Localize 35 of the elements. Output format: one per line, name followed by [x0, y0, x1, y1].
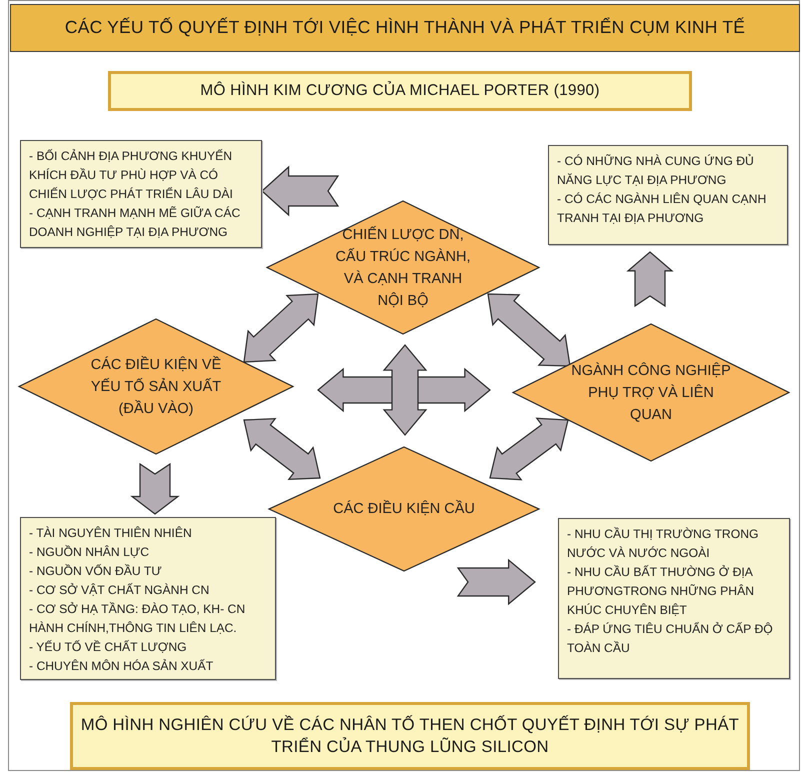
bullet-text: - ĐÁP ỨNG TIÊU CHUẨN Ở CẤP ĐỘ TOÀN CẦU: [567, 621, 774, 657]
double-arrow: [243, 293, 319, 363]
subtitle-box: [108, 71, 692, 111]
factor-label: CÁC ĐIỀU KIỆN CẦU: [332, 499, 476, 519]
bullet-text: - TÀI NGUYÊN THIÊN NHIÊN: [29, 525, 193, 542]
double-arrow: [243, 418, 321, 480]
bullet-text: - NGUỒN VỐN ĐẦU TƯ: [29, 563, 163, 580]
bullet-text: - CÓ NHỮNG NHÀ CUNG ỨNG ĐỦ NĂNG LỰC TẠI ĐỊA PHƯƠNG: [557, 153, 755, 189]
note-box: [548, 145, 788, 245]
subtitle-text: MÔ HÌNH KIM CƯƠNG CỦA MICHAEL PORTER (1990): [200, 80, 600, 101]
bullet-text: - CHUYÊN MÔN HÓA SẢN XUẤT: [29, 658, 214, 675]
bullet-text: - NHU CẦU THỊ TRƯỜNG TRONG NƯỚC VÀ NƯỚC NGOÀI: [567, 526, 760, 562]
caption-text: MÔ HÌNH NGHIÊN CỨU VỀ CÁC NHÂN TỐ THEN CHỐT QUYẾT ĐỊNH TỚI SỰ PHÁT TRIỂN CỦA THUNG LŨNG SILICON: [80, 714, 740, 758]
note-box: [20, 140, 262, 248]
block-arrow: [130, 462, 180, 515]
bullet-text: - NGUỒN NHÂN LỰC: [29, 544, 150, 561]
bullet-text: - YẾU TỐ VỀ CHẤT LƯỢNG: [29, 639, 188, 656]
double-arrow: [487, 293, 571, 367]
block-arrow: [261, 166, 340, 216]
bullet-text: - NHU CẦU BẤT THƯỜNG Ở ĐỊA PHƯƠNGTRONG NHỮNG PHÂN KHÚC CHUYÊN BIỆT: [567, 564, 756, 619]
bullet-text: - BỐI CẢNH ĐỊA PHƯƠNG KHUYẾN KHÍCH ĐẦU TƯ PHÙ HỢP VÀ CÓ CHIẾN LƯỢC PHÁT TRIỂN LÂU DÀI: [29, 148, 234, 203]
note-box: [20, 517, 276, 680]
bullet-text: - CẠNH TRANH MẠNH MẼ GIỮA CÁC DOANH NGHIỆP TẠI ĐỊA PHƯƠNG: [29, 205, 242, 241]
double-arrow: [382, 344, 428, 436]
bullet-text: - CƠ SỞ HẠ TẦNG: ĐÀO TẠO, KH- CN HÀNH CHÍNH,THÔNG TIN LIÊN LẠC.: [29, 601, 246, 637]
factor-label: CÁC ĐIỀU KIỆN VỀ YẾU TỐ SẢN XUẤT (ĐẦU VÀO): [90, 355, 222, 418]
bullet-text: - CƠ SỞ VẬT CHẤT NGÀNH CN: [29, 582, 210, 599]
double-arrow: [489, 418, 569, 480]
factor-label: CHIẾN LƯỢC DN, CẤU TRÚC NGÀNH, VÀ CẠNH TRANH NỘI BỘ: [334, 225, 472, 310]
bullet-text: - CÓ CÁC NGÀNH LIÊN QUAN CẠNH TRANH TẠI ĐỊA PHƯƠNG: [557, 191, 768, 227]
title-text: CÁC YẾU TỐ QUYẾT ĐỊNH TỚI VIỆC HÌNH THÀNH VÀ PHÁT TRIỂN CỤM KINH TẾ: [64, 16, 746, 40]
factor-label: NGÀNH CÔNG NGHIỆP PHỤ TRỢ VÀ LIÊN QUAN: [571, 361, 731, 424]
block-arrow: [456, 558, 536, 606]
note-box: [558, 518, 790, 679]
block-arrow: [626, 251, 674, 308]
